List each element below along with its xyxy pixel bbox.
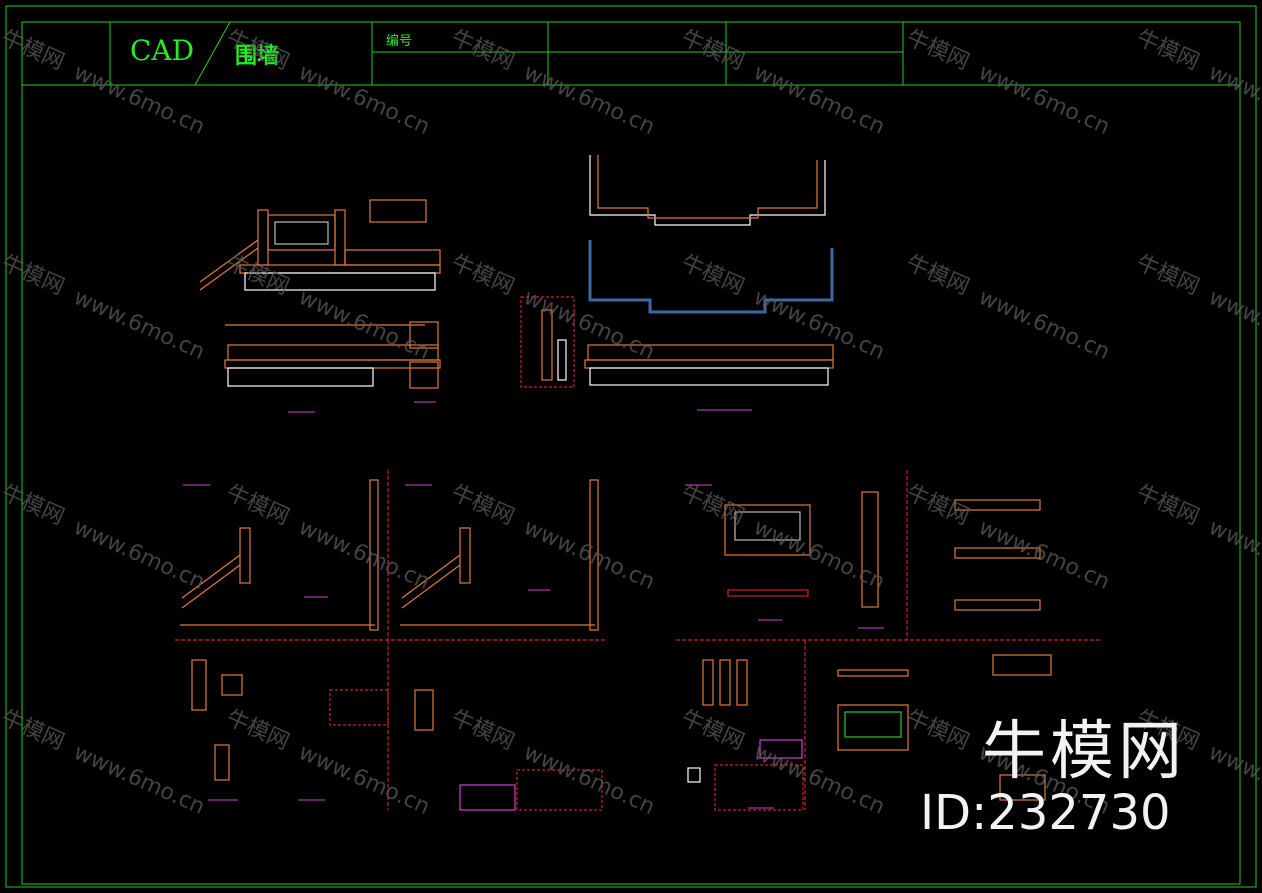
- detail-post: [719, 659, 731, 706]
- wall-panel: [267, 214, 336, 251]
- wall-plan-outline: [589, 155, 826, 226]
- balustrade: [344, 249, 441, 266]
- stair-rail: [181, 564, 241, 609]
- detail-box: [409, 361, 439, 389]
- ornament-panel: [734, 511, 801, 541]
- detail-box: [687, 767, 701, 783]
- wall-panel: [837, 704, 909, 751]
- beam-detail: [954, 599, 1041, 611]
- drawing-frame: [5, 5, 1257, 888]
- coping-plan: [727, 589, 809, 597]
- stair-rail: [199, 239, 259, 283]
- detail-post: [191, 659, 207, 711]
- stair-details-group: [175, 470, 605, 811]
- wall-plan-steel: [588, 240, 834, 314]
- title-number-label: 编号: [386, 34, 413, 49]
- stair-rail: [181, 554, 241, 599]
- long-base-panel: [589, 367, 829, 386]
- stair-rail: [199, 247, 259, 291]
- title-cad-label: CAD: [130, 34, 195, 67]
- detail-box: [999, 774, 1046, 801]
- long-coping: [584, 359, 834, 369]
- section-pillar: [541, 309, 553, 381]
- title-drawing-name: 围墙: [235, 44, 280, 69]
- stair-rail: [401, 564, 461, 609]
- outer-border: [5, 5, 1257, 888]
- section-detail-frame: [520, 296, 575, 388]
- base-panel: [244, 272, 436, 291]
- detail-box: [409, 321, 439, 349]
- wall-plan-group: [520, 155, 834, 388]
- wall-panel: [724, 504, 811, 556]
- plan-column: [589, 479, 599, 631]
- detail-frame: [459, 784, 516, 811]
- column-elevation: [861, 491, 879, 608]
- section-hatch: [557, 339, 567, 381]
- coping-plan: [837, 669, 909, 677]
- detail-post: [702, 659, 714, 706]
- baluster-detail: [214, 744, 230, 781]
- detail-frame: [714, 764, 804, 811]
- coping: [224, 359, 441, 369]
- brand-logo-text: 牛模网: [982, 715, 1186, 789]
- wall-plan-inner: [597, 155, 818, 219]
- railing-elevation-group: [199, 199, 441, 389]
- inner-border: [21, 21, 1241, 885]
- label-leaders: [183, 401, 884, 809]
- detail-frame: [516, 769, 603, 811]
- beam-detail: [954, 499, 1041, 511]
- detail-frame: [329, 689, 389, 726]
- pillar: [459, 527, 471, 584]
- detail-post: [736, 659, 748, 706]
- title-slash: [194, 21, 231, 86]
- detail-frame: [759, 739, 803, 759]
- ornament-panel: [274, 221, 329, 245]
- detail-cap: [221, 674, 243, 696]
- plan-column: [369, 479, 379, 631]
- stair-rail: [401, 554, 461, 599]
- base-panel: [227, 367, 374, 387]
- pillar: [334, 209, 346, 266]
- pillar: [239, 527, 251, 584]
- ornament-panel: [992, 654, 1052, 676]
- beam-detail: [954, 547, 1041, 559]
- green-panel: [844, 711, 902, 738]
- brand-id-text: ID:232730: [920, 785, 1171, 841]
- wall-details-group: [676, 470, 1100, 811]
- detail-post: [414, 689, 434, 731]
- lattice-panel: [369, 199, 427, 223]
